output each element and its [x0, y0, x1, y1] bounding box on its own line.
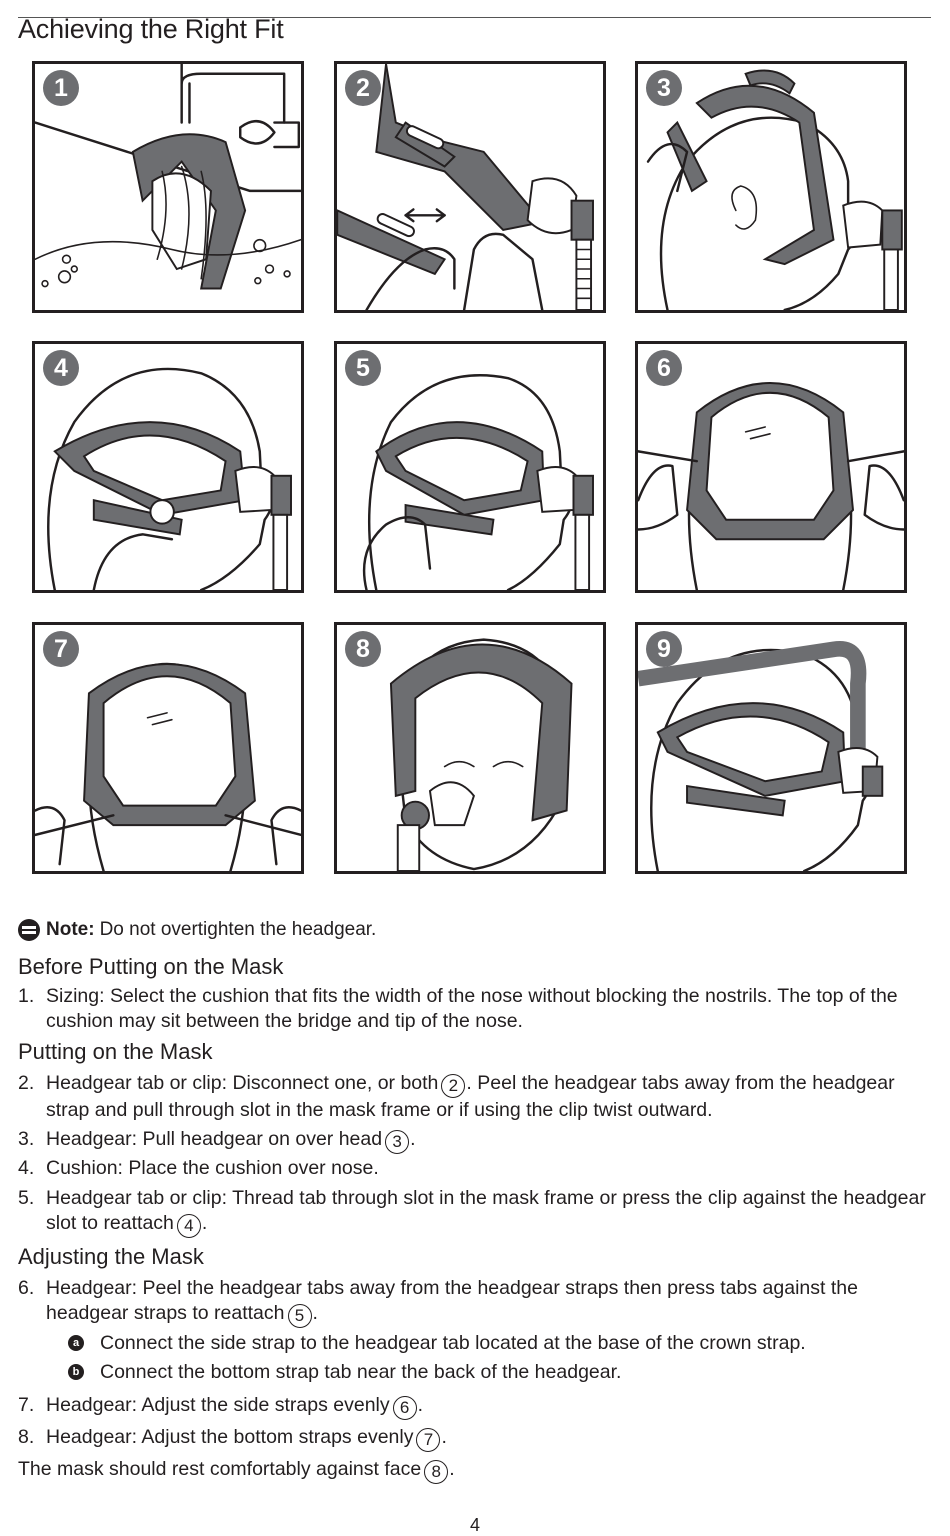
sub-item-text: Connect the bottom strap tab near the ba… [100, 1361, 622, 1383]
disconnect-tab-illustration [337, 64, 594, 310]
item-number: 4. [18, 1157, 35, 1179]
note-label: Note: [46, 919, 95, 940]
list-item-4: 4. Cushion: Place the cushion over nose. [18, 1156, 933, 1181]
note-text: Do not overtighten the headgear. [99, 919, 377, 940]
sub-marker-a: a [68, 1335, 84, 1351]
step-badge: 2 [345, 70, 381, 106]
sub-item-text: Connect the side strap to the headgear t… [100, 1332, 806, 1354]
figure-step-8: 8 [334, 622, 606, 874]
item-text-cont: . [312, 1302, 318, 1324]
figure-step-7: 7 [32, 622, 304, 874]
heading-putting-on: Putting on the Mask [18, 1039, 213, 1064]
list-item-5: 5. Headgear tab or clip: Thread tab thro… [18, 1186, 933, 1238]
list-item-2: 2. Headgear tab or clip: Disconnect one,… [18, 1071, 933, 1123]
item-text: Sizing: Select the cushion that fits the… [46, 985, 898, 1032]
heading-adjusting: Adjusting the Mask [18, 1244, 204, 1269]
item-text-cont: . [417, 1394, 424, 1416]
adjust-bottom-straps-illustration [35, 663, 301, 871]
item-text-cont: . Peel the headgear tabs away from the h… [46, 1072, 895, 1121]
list-item-8: 8. Headgear: Adjust the bottom straps ev… [18, 1425, 933, 1452]
figure-step-1: 1 [32, 61, 304, 313]
list-item-7: 7. Headgear: Adjust the side straps even… [18, 1393, 933, 1420]
note: Note: Do not overtighten the headgear. [18, 918, 933, 942]
sub-item-a: a Connect the side strap to the headgear… [68, 1331, 928, 1355]
item-text: Headgear tab or clip: Thread tab through… [46, 1187, 926, 1234]
figure-step-3: 3 [635, 61, 907, 313]
closing-text: The mask should rest comfortably against… [18, 1458, 422, 1480]
pull-headgear-illustration [646, 69, 903, 310]
item-text: Cushion: Place the cushion over nose. [46, 1157, 379, 1179]
item-text: Headgear: Peel the headgear tabs away fr… [46, 1277, 858, 1324]
item-text-cont: . [410, 1128, 416, 1150]
closing-text-cont: . [449, 1458, 455, 1480]
peel-tabs-illustration [362, 374, 594, 590]
item-number: 1. [18, 985, 35, 1007]
mask-fitted-front-illustration [389, 638, 573, 871]
step-badge: 6 [646, 350, 682, 386]
heading-before-putting-on: Before Putting on the Mask [18, 954, 284, 979]
item-text: Headgear: Pull headgear on over head [46, 1128, 383, 1150]
figure-step-6: 6 [635, 341, 907, 593]
faucet-washing-illustration [35, 64, 301, 290]
page-number: 4 [469, 1515, 480, 1535]
figure-ref: 8 [424, 1460, 449, 1484]
item-text: Headgear tab or clip: Disconnect one, or… [46, 1072, 439, 1094]
reattach-tab-illustration [47, 367, 292, 590]
figure-ref: 5 [287, 1304, 312, 1328]
item-number: 7. [18, 1394, 35, 1416]
note-icon [18, 919, 40, 941]
item-text-cont: . [441, 1426, 447, 1448]
mask-fitted-side-illustration [638, 641, 884, 871]
item-number: 3. [18, 1128, 35, 1150]
item-number: 6. [18, 1277, 35, 1299]
step-badge: 4 [43, 350, 79, 386]
figure-step-2: 2 [334, 61, 606, 313]
figure-step-9: 9 [635, 622, 907, 874]
adjust-side-straps-illustration [638, 382, 904, 590]
figure-ref: 4 [176, 1214, 201, 1238]
step-badge: 9 [646, 631, 682, 667]
figure-step-4: 4 [32, 341, 304, 593]
item-number: 8. [18, 1426, 35, 1448]
list-item-6: 6. Headgear: Peel the headgear tabs away… [18, 1276, 933, 1328]
item-number: 2. [18, 1072, 35, 1094]
page-title: Achieving the Right Fit [18, 14, 284, 44]
step-badge: 5 [345, 350, 381, 386]
list-item-1: 1. Sizing: Select the cushion that fits … [18, 984, 933, 1034]
step-badge: 8 [345, 631, 381, 667]
item-number: 5. [18, 1187, 35, 1209]
item-text: Headgear: Adjust the bottom straps evenl… [46, 1426, 414, 1448]
step-badge: 3 [646, 70, 682, 106]
figure-ref: 7 [416, 1428, 441, 1452]
sub-marker-b: b [68, 1364, 84, 1380]
figure-ref: 6 [392, 1396, 417, 1420]
item-text: Headgear: Adjust the side straps evenly [46, 1394, 390, 1416]
closing-statement: The mask should rest comfortably against… [18, 1457, 933, 1484]
step-badge: 7 [43, 631, 79, 667]
figure-step-5: 5 [334, 341, 606, 593]
item-text-cont: . [201, 1212, 208, 1234]
sub-item-b: b Connect the bottom strap tab near the … [68, 1360, 928, 1384]
figure-ref: 3 [385, 1130, 410, 1154]
step-badge: 1 [43, 70, 79, 106]
figure-ref: 2 [441, 1074, 466, 1098]
top-rule [18, 17, 931, 18]
